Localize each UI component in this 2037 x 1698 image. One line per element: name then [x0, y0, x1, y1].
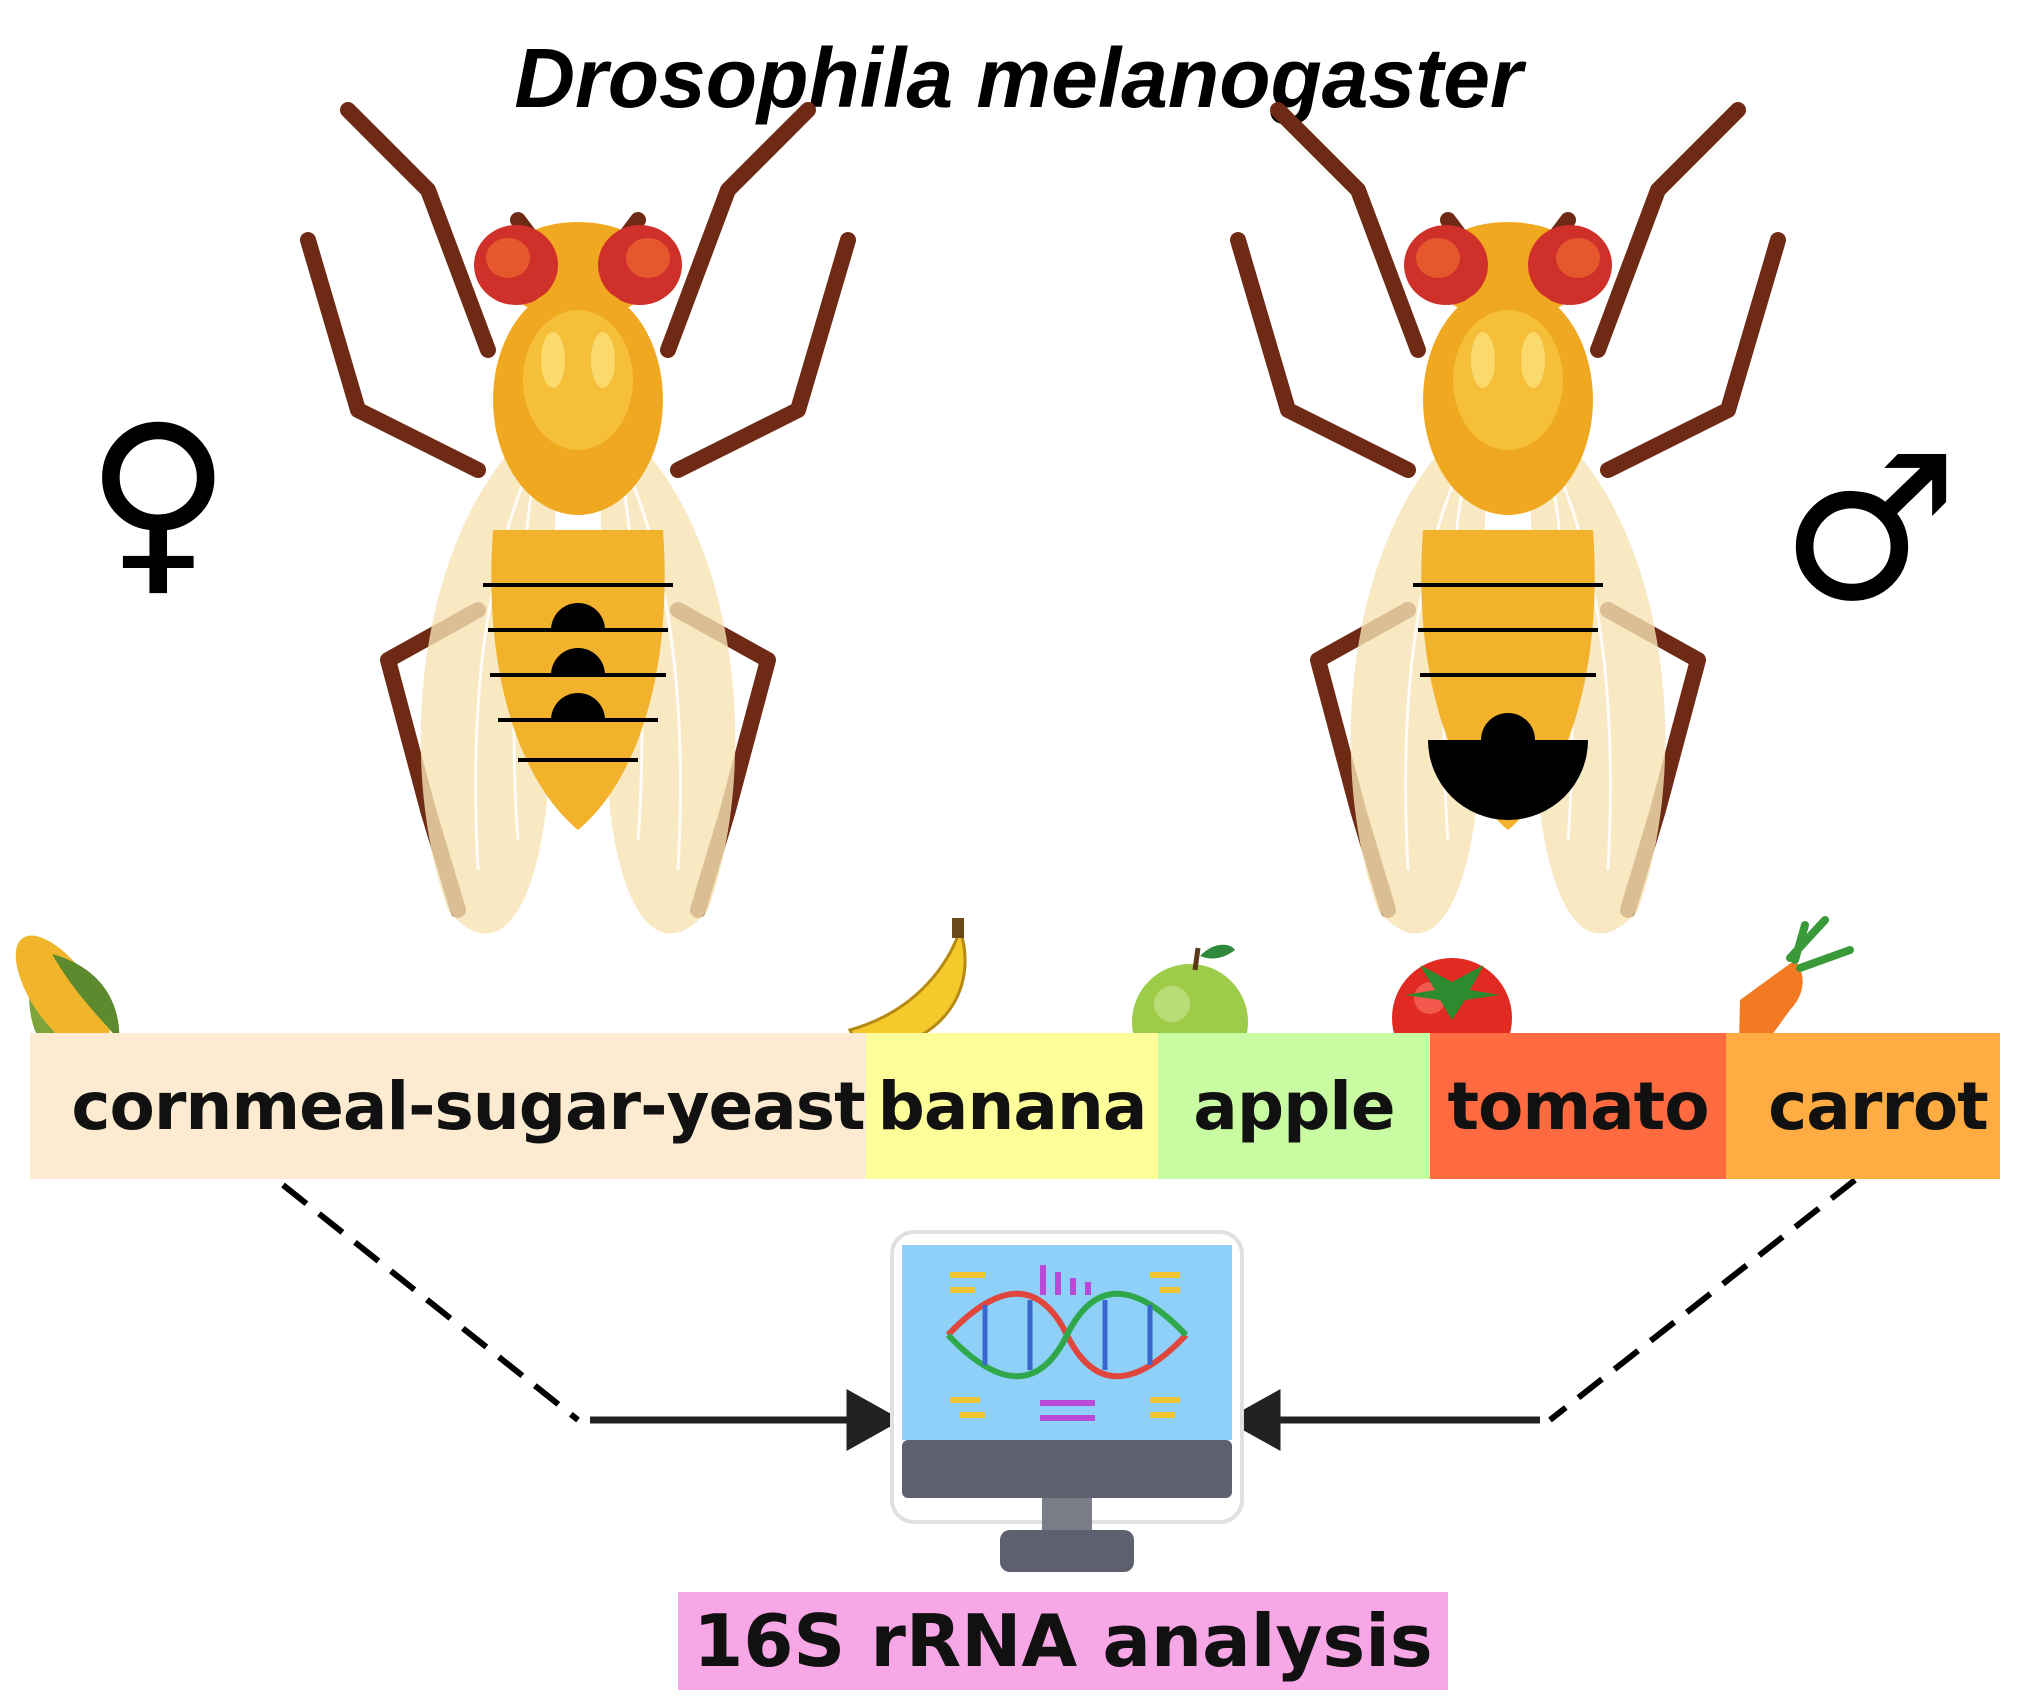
- dashed-connector: [281, 1177, 1857, 1423]
- food-banana: banana: [866, 1033, 1158, 1179]
- food-label: tomato: [1447, 1067, 1709, 1145]
- female-symbol: ♀: [85, 383, 232, 616]
- food-tomato: tomato: [1430, 1033, 1726, 1179]
- banana-icon: [847, 918, 967, 1052]
- arrow-left: [590, 1389, 903, 1451]
- diagram-title: Drosophila melanogaster: [514, 31, 1523, 125]
- food-label: apple: [1193, 1067, 1395, 1145]
- male-symbol: ♂: [1780, 413, 1960, 646]
- food-label: carrot: [1768, 1067, 1989, 1145]
- food-cornmeal: cornmeal-sugar-yeast: [30, 1033, 866, 1179]
- arrow-right: [1224, 1389, 1540, 1451]
- food-carrot: carrot: [1726, 1033, 2000, 1179]
- monitor-icon: [890, 1230, 1244, 1572]
- food-label: cornmeal-sugar-yeast: [71, 1067, 865, 1145]
- female-fly: [308, 110, 848, 934]
- male-fly: [1238, 110, 1778, 934]
- food-label: banana: [877, 1067, 1148, 1145]
- food-bar: cornmeal-sugar-yeast banana apple tomato…: [30, 1033, 2000, 1179]
- analysis-label: 16S rRNA analysis: [678, 1592, 1448, 1690]
- food-apple: apple: [1158, 1033, 1430, 1179]
